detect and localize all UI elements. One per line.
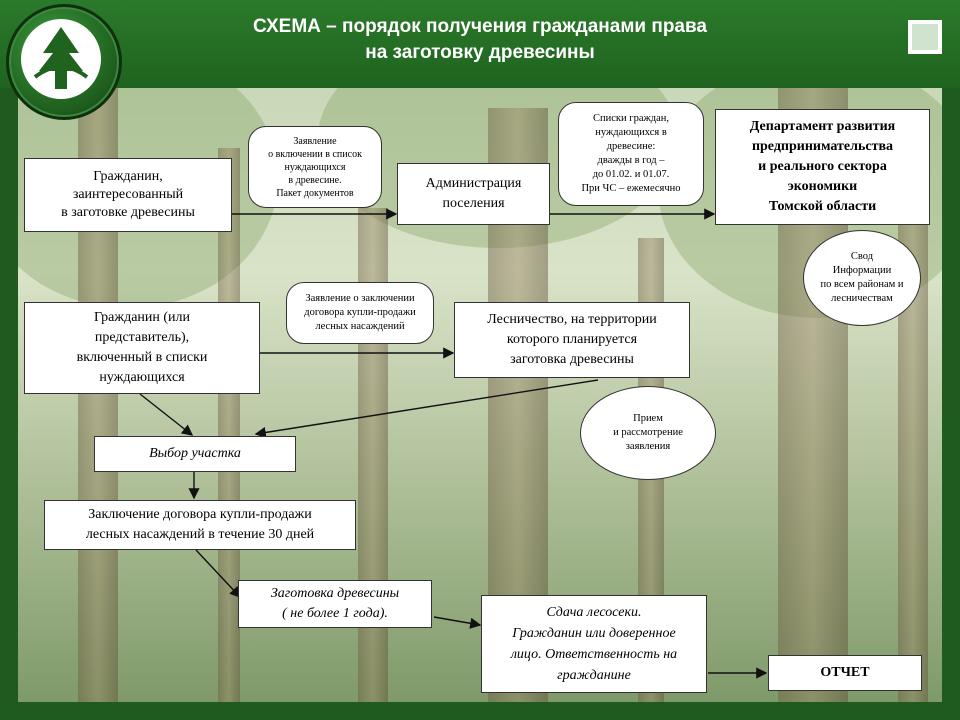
application-contract-label: Заявление о заключении договора купли-пр… (304, 293, 416, 332)
department-box: Департамент развития предпринимательства… (715, 109, 930, 225)
harvest-label: Заготовка древесины ( не более 1 года). (270, 586, 400, 621)
forestry-box: Лесничество, на территории которого план… (454, 302, 690, 378)
review-ellipse: Прием и рассмотрение заявления (580, 386, 716, 480)
application-list-bubble: Заявление о включении в список нуждающих… (248, 126, 382, 208)
citizen-box: Гражданин, заинтересованный в заготовке … (24, 158, 232, 232)
summary-ellipse: Свод Информации по всем районам и леснич… (803, 230, 921, 326)
plot-choice-label: Выбор участка (149, 446, 241, 461)
administration-box: Администрация поселения (397, 163, 550, 225)
lists-label: Списки граждан, нуждающихся в древесине:… (581, 113, 681, 194)
department-label: Департамент развития предпринимательства… (749, 119, 896, 214)
harvest-box: Заготовка древесины ( не более 1 года). (238, 580, 432, 628)
citizen-listed-box: Гражданин (или представитель), включенны… (24, 302, 260, 394)
citizen-listed-label: Гражданин (или представитель), включенны… (76, 310, 208, 385)
report-box: ОТЧЕТ (768, 655, 922, 691)
plot-choice-box: Выбор участка (94, 436, 296, 472)
tree-logo-icon (21, 19, 101, 99)
report-label: ОТЧЕТ (820, 665, 870, 680)
lists-bubble: Списки граждан, нуждающихся в древесине:… (558, 102, 704, 206)
administration-label: Администрация поселения (425, 176, 522, 211)
handover-box: Сдача лесосеки. Гражданин или доверенное… (481, 595, 707, 693)
application-contract-bubble: Заявление о заключении договора купли-пр… (286, 282, 434, 344)
page-title: СХЕМА – порядок получения гражданами пра… (253, 16, 707, 63)
summary-label: Свод Информации по всем районам и леснич… (820, 251, 904, 304)
contract-box: Заключение договора купли-продажи лесных… (44, 500, 356, 550)
header-bar (0, 0, 960, 88)
citizen-label: Гражданин, заинтересованный в заготовке … (61, 169, 195, 220)
handover-label: Сдача лесосеки. Гражданин или доверенное… (510, 605, 678, 683)
review-label: Прием и рассмотрение заявления (613, 413, 683, 452)
corner-square-button[interactable] (908, 20, 942, 54)
logo (6, 4, 122, 120)
forestry-label: Лесничество, на территории которого план… (487, 312, 657, 367)
application-list-label: Заявление о включении в список нуждающих… (268, 135, 362, 199)
contract-label: Заключение договора купли-продажи лесных… (85, 507, 315, 542)
